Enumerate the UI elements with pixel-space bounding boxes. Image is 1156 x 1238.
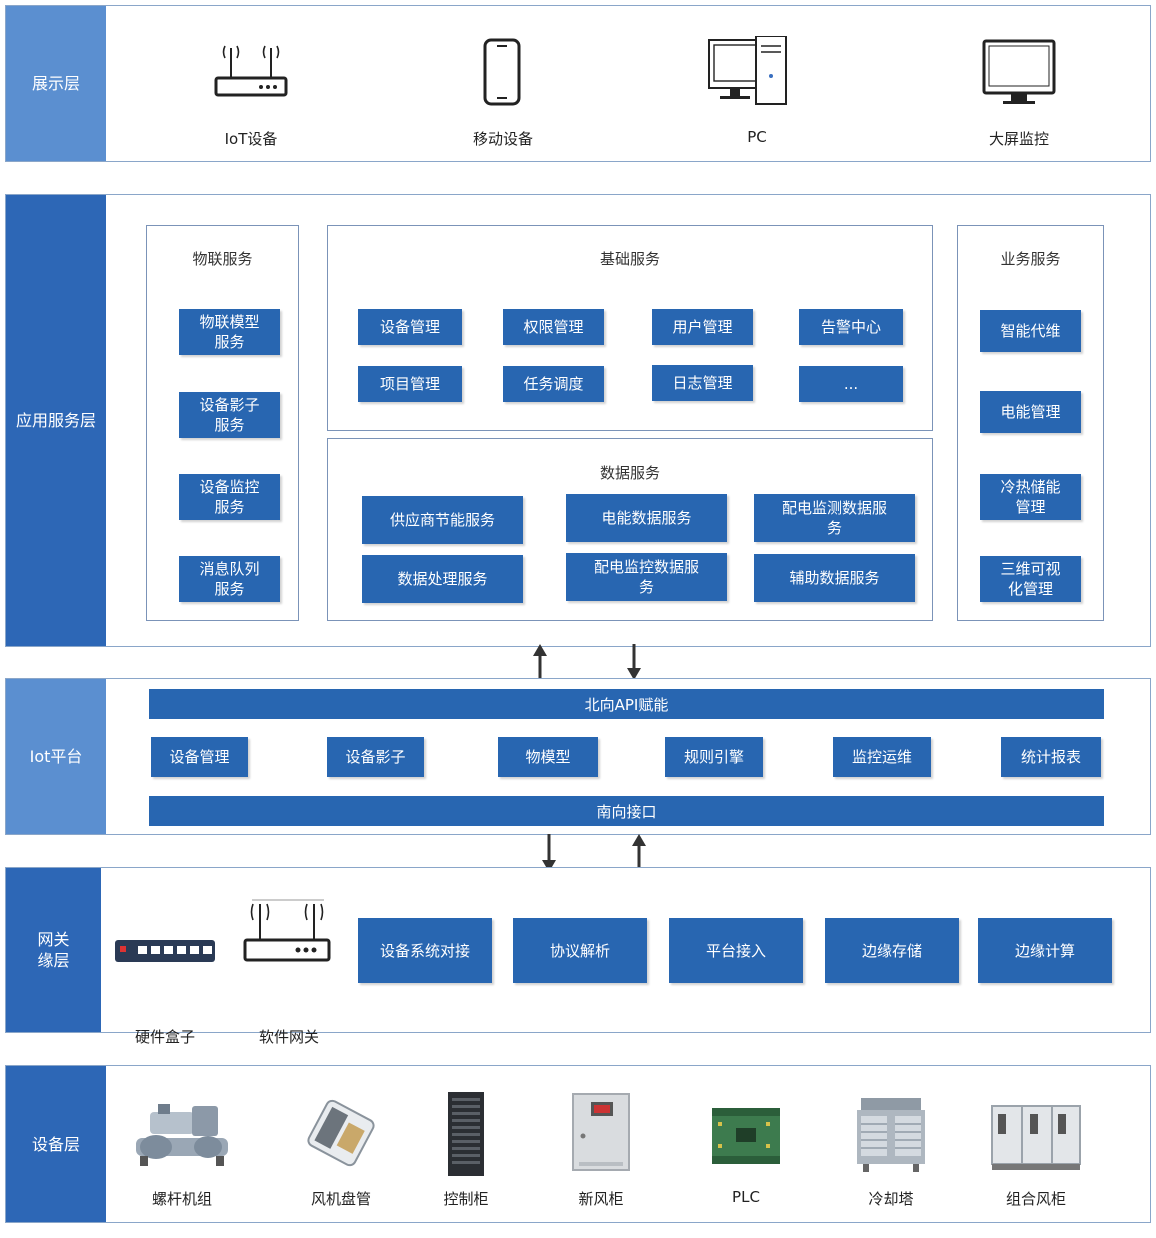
basic-service-box[interactable]: 日志管理: [652, 365, 753, 401]
basic-service-box[interactable]: 任务调度: [503, 366, 604, 402]
device-item-label: 新风柜: [578, 1190, 624, 1208]
basic-service-box[interactable]: 设备管理: [358, 309, 462, 345]
south-interface-bar[interactable]: 南向接口: [149, 796, 1104, 826]
display-item-big-screen: 大屏监控: [964, 36, 1074, 156]
display-item-iot-device: IoT设备: [196, 36, 306, 156]
business-service-box[interactable]: 电能管理: [980, 391, 1081, 433]
gateway-function-box[interactable]: 平台接入: [669, 918, 803, 983]
iot-platform-box[interactable]: 设备管理: [151, 737, 248, 777]
iot-platform-box[interactable]: 物模型: [498, 737, 598, 777]
arrow-down-icon: [542, 834, 556, 872]
arrow-up-icon: [632, 834, 646, 872]
business-services-title: 业务服务: [1000, 250, 1061, 268]
software-gateway-icon: [243, 899, 331, 962]
device-item-label: 冷却塔: [868, 1190, 914, 1208]
basic-services-title: 基础服务: [599, 250, 660, 268]
fresh-air-cabinet-icon: [572, 1093, 630, 1171]
gateway-function-box[interactable]: 协议解析: [513, 918, 647, 983]
iot-platform-box[interactable]: 统计报表: [1001, 737, 1101, 777]
screw-chiller-icon: [136, 1104, 228, 1166]
gateway-layer: 网关缘层 硬件盒子 软件网关 设备系统对接 协议解析 平台接入 边缘存储 边缘计…: [5, 867, 1151, 1046]
basic-service-box[interactable]: 用户管理: [652, 309, 753, 345]
air-handling-unit-icon: [991, 1105, 1081, 1170]
iot-platform-box[interactable]: 监控运维: [833, 737, 931, 777]
gateway-layer-label: 网关缘层: [6, 868, 101, 1032]
business-service-box[interactable]: 智能代维: [980, 310, 1081, 352]
device-layer: 设备层 螺杆机组 风机盘管: [5, 1065, 1151, 1223]
display-item-label: PC: [747, 128, 767, 146]
north-api-bar[interactable]: 北向API赋能: [149, 689, 1104, 719]
iot-platform-layer: Iot平台 北向API赋能 设备管理 设备影子 物模型 规则引擎 监控运维 统计…: [5, 678, 1151, 835]
arrow-up-icon: [533, 644, 547, 680]
app-layer-label: 应用服务层: [6, 195, 106, 646]
router-icon: [214, 45, 288, 97]
gateway-device-hardware-box: 硬件盒子: [106, 898, 224, 1046]
display-item-mobile-device: 移动设备: [448, 36, 558, 156]
data-services-title: 数据服务: [599, 464, 660, 482]
iot-platform-box[interactable]: 设备影子: [327, 737, 424, 777]
hardware-box-icon: [115, 940, 215, 962]
cooling-tower-icon: [857, 1098, 925, 1172]
device-item: 控制柜: [426, 1088, 506, 1214]
iot-service-box[interactable]: 物联模型服务: [179, 309, 280, 355]
iot-service-box[interactable]: 设备影子服务: [179, 392, 280, 438]
data-service-box[interactable]: 配电监控数据服务: [566, 553, 727, 601]
display-item-label: 移动设备: [472, 130, 533, 148]
gateway-function-box[interactable]: 边缘计算: [978, 918, 1112, 983]
display-item-pc: PC: [702, 36, 812, 156]
device-item-label: 螺杆机组: [151, 1190, 212, 1208]
smartphone-icon: [483, 38, 521, 106]
display-item-label: 大屏监控: [988, 130, 1049, 148]
data-service-box[interactable]: 配电监测数据服务: [754, 494, 915, 542]
basic-service-box[interactable]: 项目管理: [358, 366, 462, 402]
device-item-label: 组合风柜: [1005, 1190, 1066, 1208]
device-item-label: PLC: [732, 1188, 760, 1206]
basic-service-box[interactable]: ...: [799, 366, 903, 402]
data-service-box[interactable]: 电能数据服务: [566, 494, 727, 542]
device-item-label: 控制柜: [443, 1190, 489, 1208]
iot-services-panel: 物联服务 物联模型服务 设备影子服务 设备监控服务 消息队列服务: [146, 225, 299, 621]
control-cabinet-icon: [448, 1092, 484, 1176]
fan-coil-icon: [307, 1099, 375, 1167]
basic-service-box[interactable]: 权限管理: [503, 309, 604, 345]
device-item-label: 风机盘管: [310, 1190, 371, 1208]
data-service-box[interactable]: 辅助数据服务: [754, 554, 915, 602]
data-services-panel: 数据服务 供应商节能服务 电能数据服务 配电监测数据服务 数据处理服务 配电监控…: [327, 438, 933, 621]
basic-service-box[interactable]: 告警中心: [799, 309, 903, 345]
plc-board-icon: [712, 1108, 780, 1164]
device-item: 螺杆机组: [124, 1094, 240, 1214]
business-service-box[interactable]: 冷热储能管理: [980, 474, 1081, 520]
display-layer: 展示层 IoT设备 移动设备 PC: [5, 5, 1151, 162]
iot-service-box[interactable]: 消息队列服务: [179, 556, 280, 602]
device-item: PLC: [696, 1094, 796, 1214]
device-item: 冷却塔: [836, 1094, 946, 1214]
data-service-box[interactable]: 数据处理服务: [362, 555, 523, 603]
display-item-label: IoT设备: [224, 130, 278, 148]
gateway-function-box[interactable]: 设备系统对接: [358, 918, 492, 983]
arrow-down-icon: [627, 644, 641, 680]
gateway-device-label: 硬件盒子: [134, 1028, 195, 1046]
app-service-layer: 应用服务层 物联服务 物联模型服务 设备影子服务 设备监控服务 消息队列服务 基…: [5, 194, 1151, 647]
business-service-box[interactable]: 三维可视化管理: [980, 556, 1081, 602]
desktop-pc-icon: [708, 36, 787, 105]
gateway-device-software-gateway: 软件网关: [234, 888, 344, 1046]
display-layer-label: 展示层: [6, 6, 106, 161]
iot-platform-box[interactable]: 规则引擎: [665, 737, 763, 777]
device-layer-label: 设备层: [6, 1066, 106, 1222]
device-item: 新风柜: [551, 1088, 651, 1214]
iot-service-box[interactable]: 设备监控服务: [179, 474, 280, 520]
data-service-box[interactable]: 供应商节能服务: [362, 496, 523, 544]
device-item: 风机盘管: [286, 1094, 396, 1214]
device-item: 组合风柜: [981, 1094, 1091, 1214]
basic-services-panel: 基础服务 设备管理 权限管理 用户管理 告警中心 项目管理 任务调度 日志管理 …: [327, 225, 933, 431]
gateway-function-box[interactable]: 边缘存储: [825, 918, 959, 983]
gateway-device-label: 软件网关: [258, 1028, 319, 1046]
business-services-panel: 业务服务 智能代维 电能管理 冷热储能管理 三维可视化管理: [957, 225, 1104, 621]
iot-platform-label: Iot平台: [6, 679, 106, 834]
monitor-icon: [982, 39, 1056, 104]
iot-services-title: 物联服务: [192, 250, 253, 268]
